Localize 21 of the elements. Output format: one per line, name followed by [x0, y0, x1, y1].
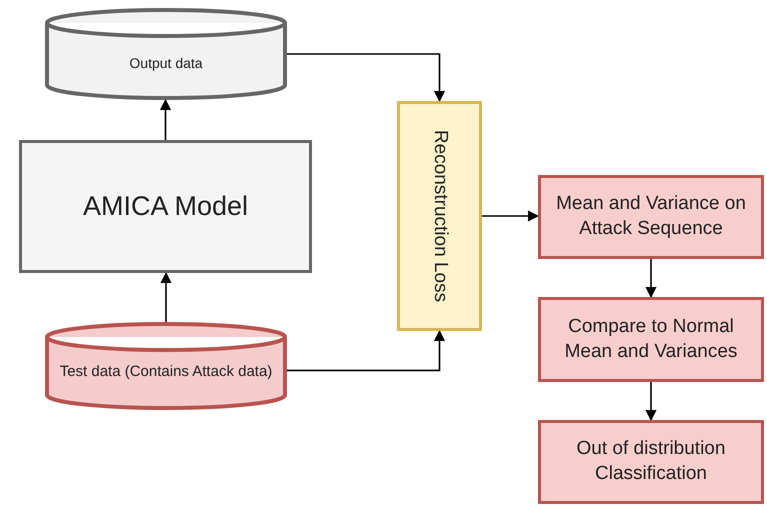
process-box [397, 101, 482, 331]
node-label: Reconstruction Loss [428, 128, 452, 304]
node-label: Test data (Contains Attack data) [58, 362, 274, 382]
process-box [19, 140, 312, 273]
node-label: Out of distribution Classification [576, 437, 726, 486]
node-label: Compare to Normal Mean and Variances [564, 314, 738, 364]
arrow [160, 272, 172, 322]
arrow [482, 210, 540, 222]
process-box [538, 175, 764, 259]
arrow [287, 330, 446, 372]
process-box [538, 297, 764, 382]
arrow [160, 98, 172, 140]
process-box [538, 420, 764, 504]
arrow [287, 53, 446, 102]
node-label: Output data [128, 54, 204, 73]
arrow [645, 382, 657, 422]
data-store-cylinder [45, 8, 287, 100]
arrow [645, 259, 657, 298]
node-label: AMICA Model [82, 190, 250, 223]
node-label: Mean and Variance on Attack Sequence [555, 192, 747, 241]
data-store-cylinder [45, 322, 287, 410]
